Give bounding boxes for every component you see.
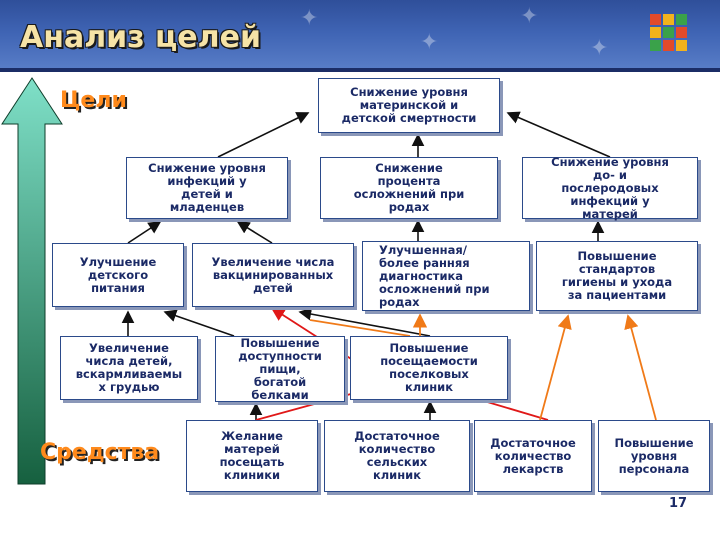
page-title: Анализ целей (20, 20, 261, 55)
connector-arrow (506, 111, 611, 158)
box-early-diagnostics: Улучшенная/ более ранняя диагностика осл… (362, 241, 530, 311)
header-banner: ✦ ✦ ✦ ✦ Анализ целей (0, 0, 720, 72)
box-improve-child-nutrition: Улучшение детского питания (52, 243, 184, 307)
box-breastfed-children: Увеличение числа детей, вскармливаемы х … (60, 336, 198, 400)
box-rural-clinics: Достаточное количество сельских клиник (324, 420, 470, 492)
logo-icon (650, 14, 698, 51)
box-reduce-maternal-infections: Снижение уровня до- и послеродовых инфек… (522, 155, 698, 220)
goals-means-arrow (1, 77, 63, 485)
page-number: 17 (669, 496, 688, 511)
connector-arrow (217, 112, 310, 158)
box-protein-food: Повышение доступности пищи, богатой белк… (215, 336, 345, 402)
star-decoration: ✦ (520, 4, 539, 29)
box-staff-level: Повышение уровня персонала (598, 420, 710, 492)
orange-connector (309, 319, 411, 337)
connector-arrow (236, 221, 273, 244)
connector-arrow (163, 309, 235, 337)
orange-connector (539, 314, 572, 421)
box-goal: Снижение уровня материнской и детской см… (318, 78, 500, 133)
box-reduce-birth-complications: Снижение процента осложнений при родах (320, 157, 498, 219)
box-clinic-attendance: Повышение посещаемости поселковых клиник (350, 336, 508, 400)
star-decoration: ✦ (300, 6, 319, 31)
connector-arrow (298, 307, 431, 337)
star-decoration: ✦ (420, 30, 439, 55)
box-reduce-infant-infections: Снижение уровня инфекций у детей и младе… (126, 157, 288, 219)
star-decoration: ✦ (590, 36, 609, 61)
box-increase-vaccinated: Увеличение числа вакцинированных детей (192, 243, 354, 307)
means-label: Средства (40, 440, 160, 465)
box-hygiene-standards: Повышение стандартов гигиены и ухода за … (536, 241, 698, 311)
connector-arrow (127, 221, 162, 244)
box-medicines: Достаточное количество лекарств (474, 420, 592, 492)
orange-connector (624, 314, 657, 421)
goals-label: Цели (60, 88, 127, 113)
box-mothers-desire: Желание матерей посещать клиники (186, 420, 318, 492)
